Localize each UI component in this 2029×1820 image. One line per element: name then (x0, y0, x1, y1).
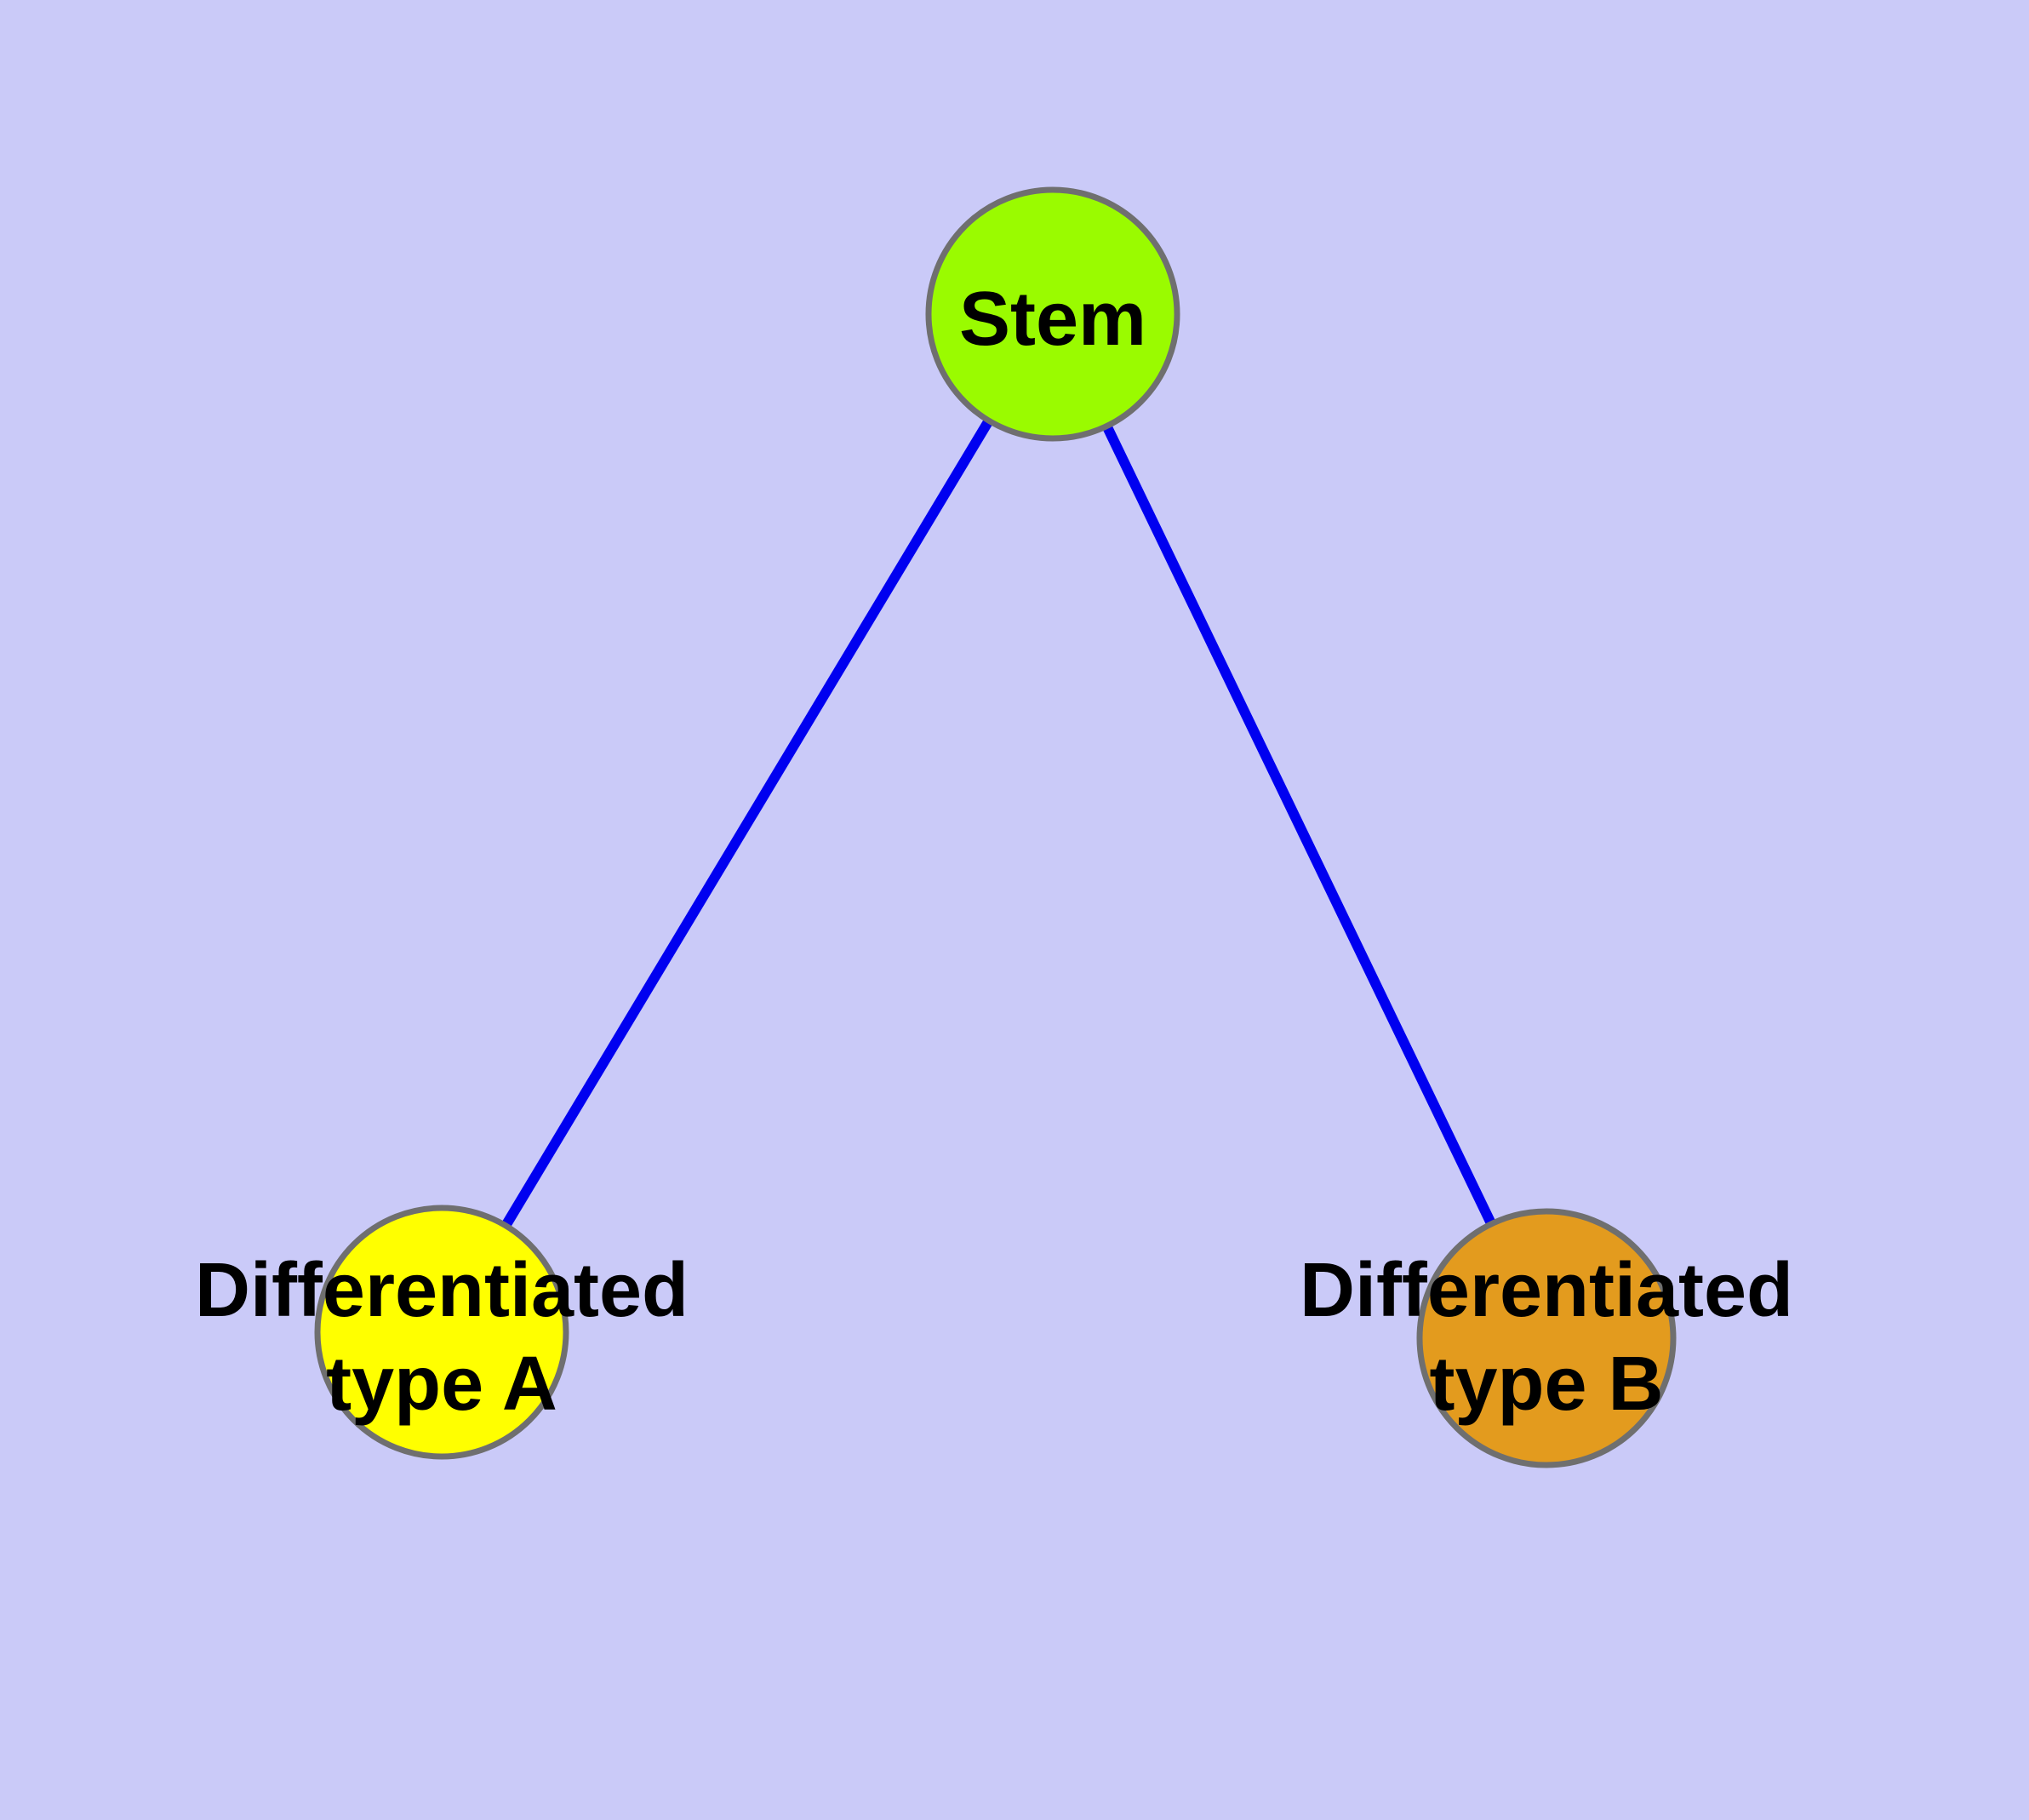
node-type-b-label-line1: Differentiated (1300, 1248, 1793, 1333)
node-differentiated-type-a (314, 1205, 569, 1460)
node-type-b-label-line2: type B (1429, 1342, 1663, 1427)
node-stem-label: Stem (959, 277, 1146, 362)
edge-stem-to-type-a (437, 311, 1058, 1336)
node-stem (925, 186, 1180, 442)
edge-stem-to-type-b (1048, 312, 1552, 1341)
node-differentiated-type-b (1416, 1208, 1677, 1468)
node-type-a-label-line1: Differentiated (195, 1248, 689, 1333)
node-type-a-label-line2: type A (326, 1342, 557, 1427)
